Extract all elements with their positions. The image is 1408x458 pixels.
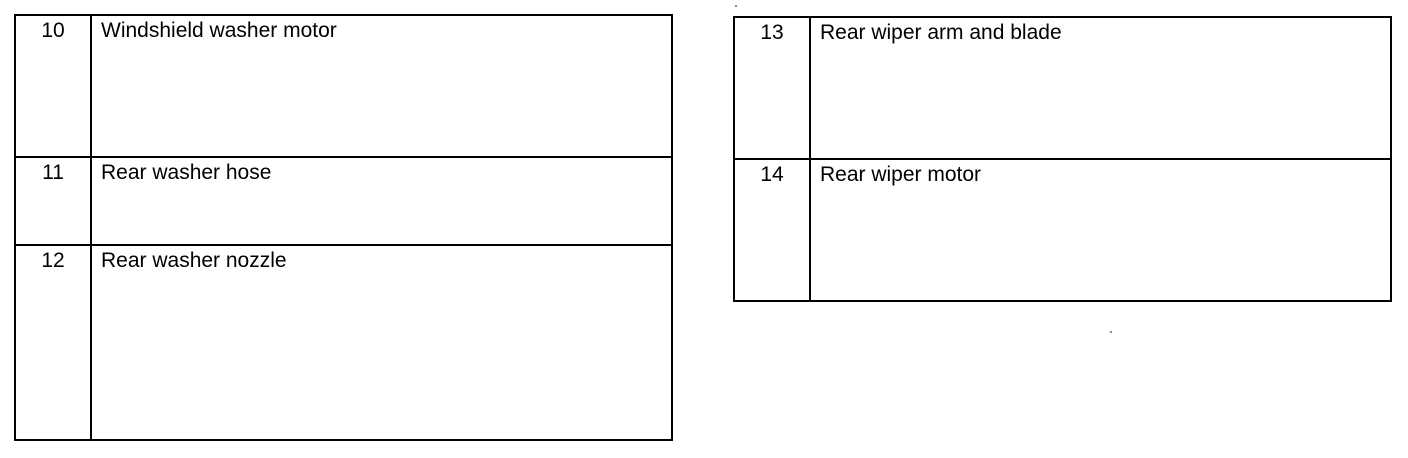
part-number: 12 bbox=[14, 244, 92, 441]
part-description: Windshield washer motor bbox=[90, 14, 673, 158]
table-row: 11 Rear washer hose bbox=[14, 156, 673, 246]
part-description: Rear wiper arm and blade bbox=[809, 16, 1392, 160]
parts-table-left: 10 Windshield washer motor 11 Rear washe… bbox=[14, 14, 673, 441]
parts-table-right: 13 Rear wiper arm and blade 14 Rear wipe… bbox=[733, 16, 1392, 302]
table-row: 10 Windshield washer motor bbox=[14, 14, 673, 158]
scan-speck bbox=[735, 5, 737, 7]
scan-speck bbox=[1110, 331, 1112, 333]
part-description: Rear washer hose bbox=[90, 156, 673, 246]
part-number: 10 bbox=[14, 14, 92, 158]
part-number: 11 bbox=[14, 156, 92, 246]
table-row: 14 Rear wiper motor bbox=[733, 158, 1392, 302]
part-number: 13 bbox=[733, 16, 811, 160]
table-row: 12 Rear washer nozzle bbox=[14, 244, 673, 441]
table-row: 13 Rear wiper arm and blade bbox=[733, 16, 1392, 160]
part-description: Rear wiper motor bbox=[809, 158, 1392, 302]
part-description: Rear washer nozzle bbox=[90, 244, 673, 441]
part-number: 14 bbox=[733, 158, 811, 302]
